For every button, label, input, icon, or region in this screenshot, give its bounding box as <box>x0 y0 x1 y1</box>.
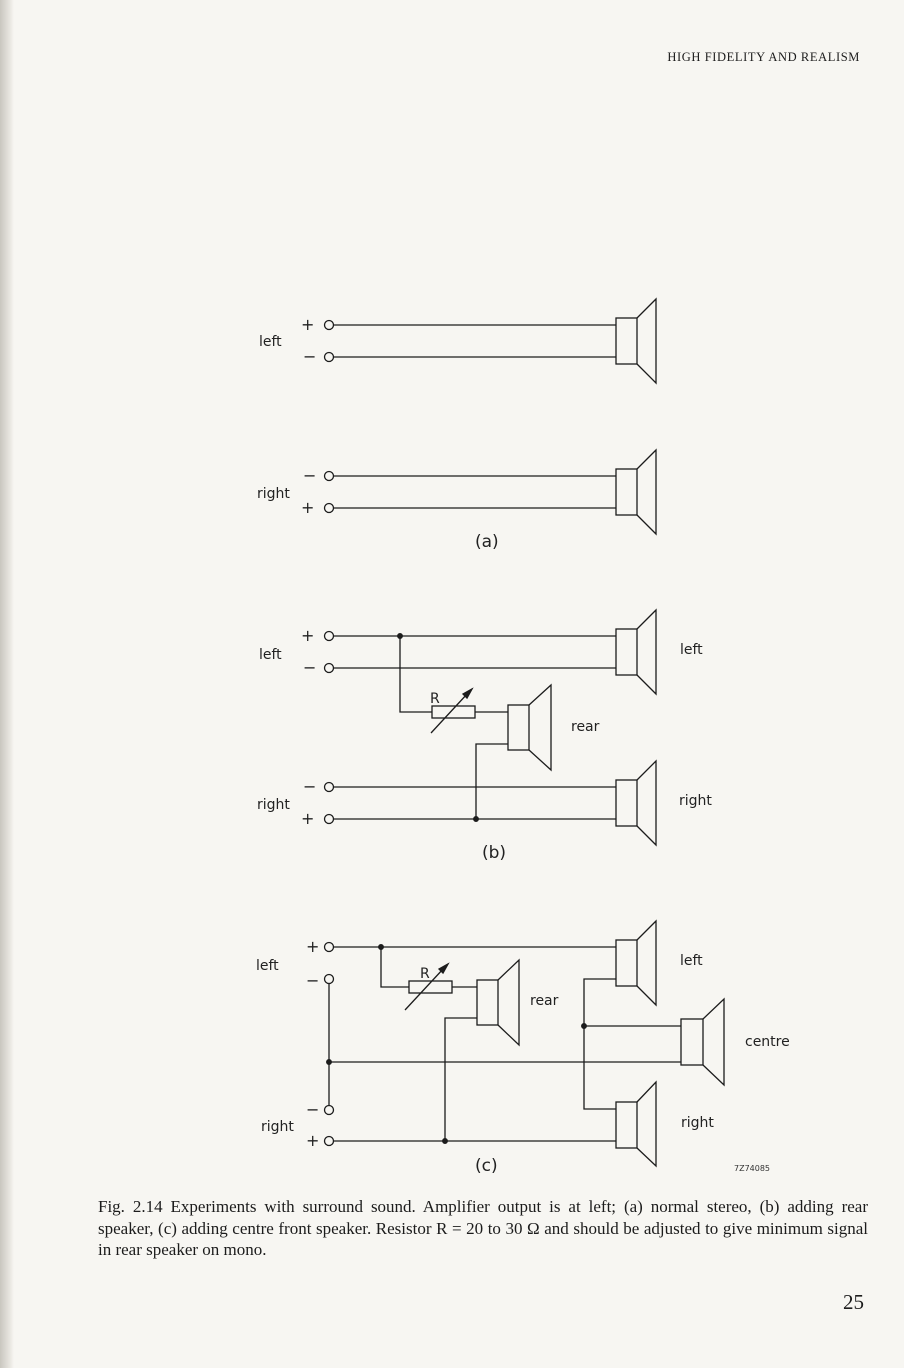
speaker-left-icon <box>615 919 657 1007</box>
terminal-right-plus <box>323 813 335 825</box>
terminal-right-plus <box>323 502 335 514</box>
speaker-left-icon <box>615 297 657 385</box>
input-left-label: left <box>256 958 279 974</box>
minus-sign: − <box>306 971 319 990</box>
plus-sign: + <box>301 498 314 517</box>
speaker-right-icon <box>615 448 657 536</box>
terminal-left-minus <box>323 351 335 363</box>
diagram-a <box>323 297 657 536</box>
terminal-left-minus <box>323 662 335 674</box>
terminal-right-minus <box>323 470 335 482</box>
terminal-right-plus <box>323 1135 335 1147</box>
plus-sign: + <box>301 809 314 828</box>
minus-sign: − <box>303 466 316 485</box>
figure-reference-code: 7Z74085 <box>734 1164 770 1173</box>
speaker-rear-icon <box>507 683 552 772</box>
figure-caption: Fig. 2.14 Experiments with surround soun… <box>98 1197 868 1259</box>
labels-a: + left − − right + (a) <box>257 315 499 552</box>
labels-b: + left − R left rear − right + right (b) <box>257 626 712 863</box>
resistor-label: R <box>430 691 440 707</box>
input-right-label: right <box>257 486 290 502</box>
plus-sign: + <box>301 626 314 645</box>
junction-dot <box>442 1138 448 1144</box>
speaker-rear-label: rear <box>530 993 559 1009</box>
terminal-left-plus <box>323 630 335 642</box>
speaker-right-label: right <box>681 1115 714 1131</box>
speaker-right-icon <box>615 759 657 847</box>
speaker-left-icon <box>615 608 657 696</box>
terminal-left-minus <box>323 973 335 985</box>
terminal-left-plus <box>323 941 335 953</box>
junction-dot <box>473 816 479 822</box>
input-left-label: left <box>259 647 282 663</box>
terminal-left-plus <box>323 319 335 331</box>
diagram-tag-a: (a) <box>475 532 499 552</box>
minus-sign: − <box>306 1100 319 1119</box>
speaker-centre-label: centre <box>745 1034 790 1050</box>
resistor-label: R <box>420 966 430 982</box>
speaker-left-label: left <box>680 953 703 969</box>
terminal-right-minus <box>323 1104 335 1116</box>
plus-sign: + <box>301 315 314 334</box>
speaker-right-icon <box>615 1080 657 1168</box>
speaker-rear-label: rear <box>571 719 600 735</box>
surround-sound-circuit-diagram: + left − − right + (a) + left − R left r… <box>256 297 790 1176</box>
terminal-right-minus <box>323 781 335 793</box>
diagram-tag-b: (b) <box>482 843 506 863</box>
diagram-b <box>323 608 657 847</box>
plus-sign: + <box>306 937 319 956</box>
speaker-rear-icon <box>476 958 520 1047</box>
page-edge-shadow <box>0 0 14 1368</box>
input-right-label: right <box>261 1119 294 1135</box>
running-header: HIGH FIDELITY AND REALISM <box>667 50 860 64</box>
input-right-label: right <box>257 797 290 813</box>
plus-sign: + <box>306 1131 319 1150</box>
minus-sign: − <box>303 347 316 366</box>
speaker-left-label: left <box>680 642 703 658</box>
minus-sign: − <box>303 658 316 677</box>
minus-sign: − <box>303 777 316 796</box>
speaker-right-label: right <box>679 793 712 809</box>
diagram-tag-c: (c) <box>475 1156 498 1176</box>
labels-c: + left − R rear left centre − right + ri… <box>256 937 790 1176</box>
diagram-c <box>323 919 725 1168</box>
input-left-label: left <box>259 334 282 350</box>
speaker-centre-icon <box>680 997 725 1087</box>
page-number: 25 <box>843 1290 864 1314</box>
